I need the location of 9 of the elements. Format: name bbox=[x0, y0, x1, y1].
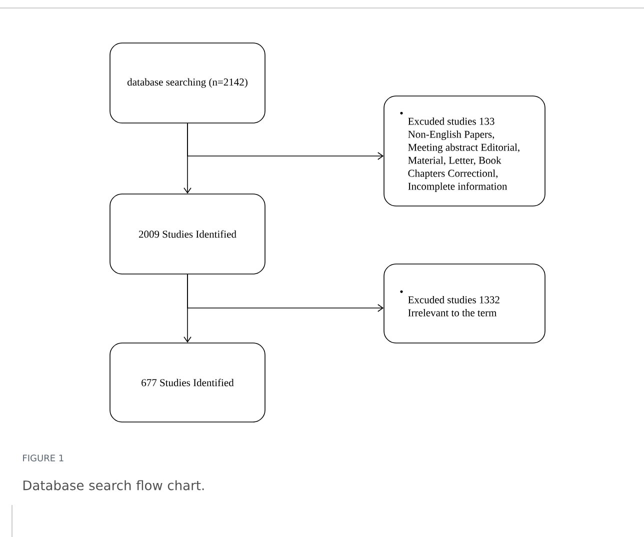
process-box: 677 Studies Identified bbox=[110, 342, 266, 422]
arrow bbox=[187, 123, 384, 160]
process-box: Excuded studies 133 Non-English Papers, Meeting abstract Editorial, Material, Letter, Book Chapters Correctionl, Incomplete information bbox=[384, 96, 546, 206]
arrow bbox=[187, 274, 384, 312]
caption: Database search flow chart. bbox=[23, 480, 204, 490]
process-box: Excuded studies 1332 Irrelevant to the term bbox=[384, 264, 546, 344]
process-box: database searching (n=2142) bbox=[110, 42, 266, 124]
process-box: 2009 Studies Identified bbox=[110, 194, 266, 274]
figure-label: FIGURE 1 bbox=[23, 454, 64, 462]
